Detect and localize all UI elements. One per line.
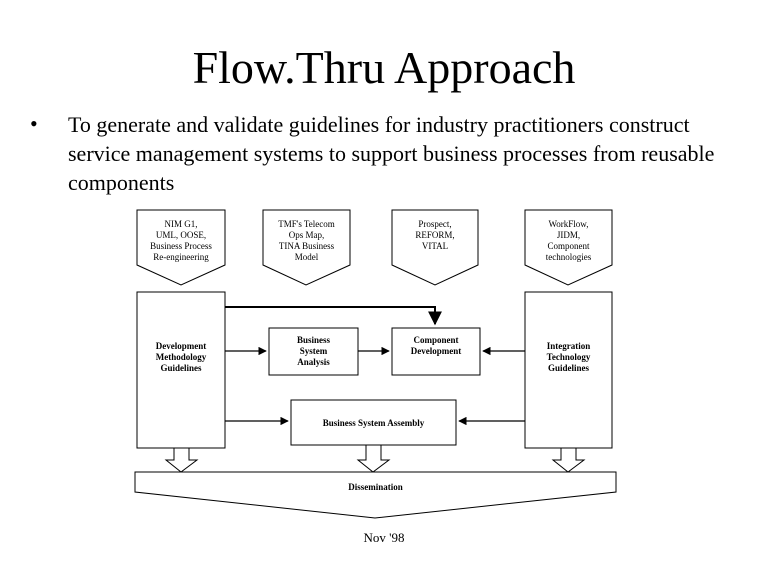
input-shape-3 — [391, 209, 479, 286]
down-arrow-right — [551, 447, 586, 473]
dissemination-label: Dissemination — [348, 482, 403, 492]
bullet-text: To generate and validate guidelines for … — [68, 112, 715, 195]
input-label-3: Prospect,REFORM, VITAL — [415, 219, 455, 251]
assembly-box — [290, 399, 457, 446]
top-connector — [225, 306, 442, 326]
assembly-label: Business System Assembly — [322, 418, 425, 428]
input-shape-1 — [136, 209, 226, 286]
bullet-marker: • — [30, 111, 38, 136]
input-shape-4 — [524, 209, 613, 286]
down-arrow-center — [356, 444, 391, 473]
slide-title: Flow.Thru Approach — [192, 42, 576, 93]
input-shape-2 — [262, 209, 351, 286]
dissemination-shape — [134, 471, 617, 519]
integration-column — [524, 291, 613, 449]
dev-method-column — [136, 291, 226, 449]
down-arrow-left — [164, 447, 199, 473]
footer-date: Nov '98 — [363, 530, 405, 545]
component-dev-box — [391, 327, 481, 376]
business-analysis-box — [268, 327, 359, 376]
